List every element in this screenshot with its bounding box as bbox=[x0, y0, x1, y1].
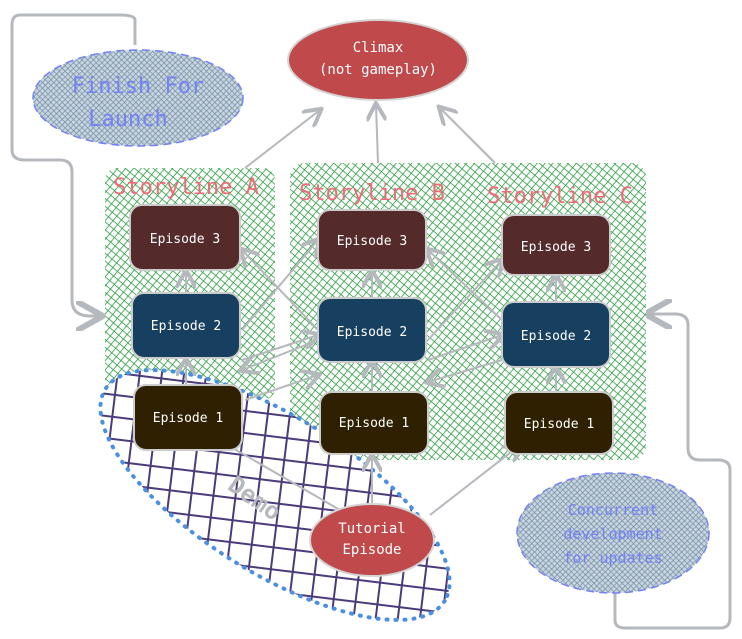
episode-label: Episode 2 bbox=[521, 329, 591, 344]
climax-node[interactable] bbox=[287, 19, 469, 101]
storyline-c-title: Storyline C bbox=[487, 184, 633, 209]
concurrent-line1: Concurrent bbox=[568, 501, 658, 519]
connector-arrows bbox=[186, 105, 556, 516]
storyline-a-episode-1[interactable]: Episode 1 bbox=[133, 384, 243, 451]
storyline-c-episode-1[interactable]: Episode 1 bbox=[504, 391, 614, 455]
storyline-a-episode-2[interactable]: Episode 2 bbox=[131, 292, 241, 359]
concurrent-development-note bbox=[516, 472, 710, 594]
launch-loop-line bbox=[10, 13, 137, 316]
episode-label: Episode 1 bbox=[524, 417, 594, 432]
episode-label: Episode 3 bbox=[150, 232, 220, 247]
tutorial-line1: Tutorial bbox=[338, 521, 405, 537]
climax-line2: (not gameplay) bbox=[319, 62, 437, 78]
storyline-a-region bbox=[105, 168, 275, 400]
episode-label: Episode 3 bbox=[521, 240, 591, 255]
concurrent-line3: for updates bbox=[563, 549, 662, 567]
tutorial-episode-node[interactable] bbox=[309, 503, 435, 577]
storyline-c-episode-2[interactable]: Episode 2 bbox=[501, 301, 611, 368]
storyline-b-episode-2[interactable]: Episode 2 bbox=[317, 297, 427, 363]
climax-line1: Climax bbox=[353, 40, 404, 56]
episode-label: Episode 1 bbox=[339, 416, 409, 431]
tutorial-line2: Episode bbox=[342, 542, 401, 558]
updates-loop-line bbox=[613, 314, 732, 630]
finish-line2: Launch bbox=[88, 107, 167, 132]
storyline-a-episode-3[interactable]: Episode 3 bbox=[129, 204, 241, 271]
finish-line1: Finish For bbox=[72, 74, 204, 99]
storyline-b-episode-3[interactable]: Episode 3 bbox=[317, 209, 427, 271]
episode-label: Episode 3 bbox=[337, 234, 407, 249]
episode-label: Episode 2 bbox=[337, 325, 407, 340]
episode-label: Episode 1 bbox=[153, 411, 223, 426]
episode-label: Episode 2 bbox=[151, 319, 221, 334]
storyline-a-title: Storyline A bbox=[113, 175, 259, 200]
storyline-b-title: Storyline B bbox=[299, 181, 445, 206]
finish-for-launch-note bbox=[32, 49, 244, 147]
storyline-c-episode-3[interactable]: Episode 3 bbox=[501, 214, 611, 276]
storyline-b-episode-1[interactable]: Episode 1 bbox=[319, 391, 429, 455]
concurrent-line2: development bbox=[563, 525, 662, 543]
